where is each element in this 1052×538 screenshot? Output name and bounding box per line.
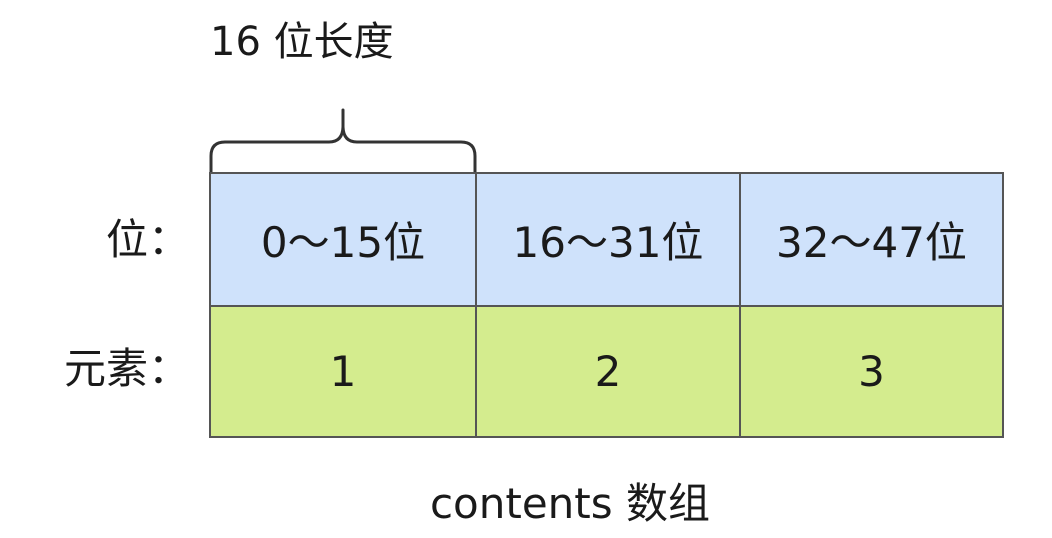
bit-range-cell: 16～31位	[477, 174, 739, 305]
bit-range-cell: 0～15位	[211, 174, 475, 305]
bit-length-label: 16 位长度	[210, 19, 394, 65]
element-cell: 1	[211, 307, 475, 436]
bits-row-label: 位：	[105, 215, 190, 264]
bit-range-cell: 32～47位	[741, 174, 1002, 305]
row-divider	[211, 305, 1002, 307]
element-cell: 3	[741, 307, 1002, 436]
array-caption: contents 数组	[429, 479, 711, 528]
element-cell: 2	[477, 307, 739, 436]
curly-brace	[209, 108, 477, 174]
elements-row-label: 元素：	[63, 344, 190, 393]
contents-array-table: 0～15位 16～31位 32～47位 1 2 3	[209, 172, 1004, 438]
